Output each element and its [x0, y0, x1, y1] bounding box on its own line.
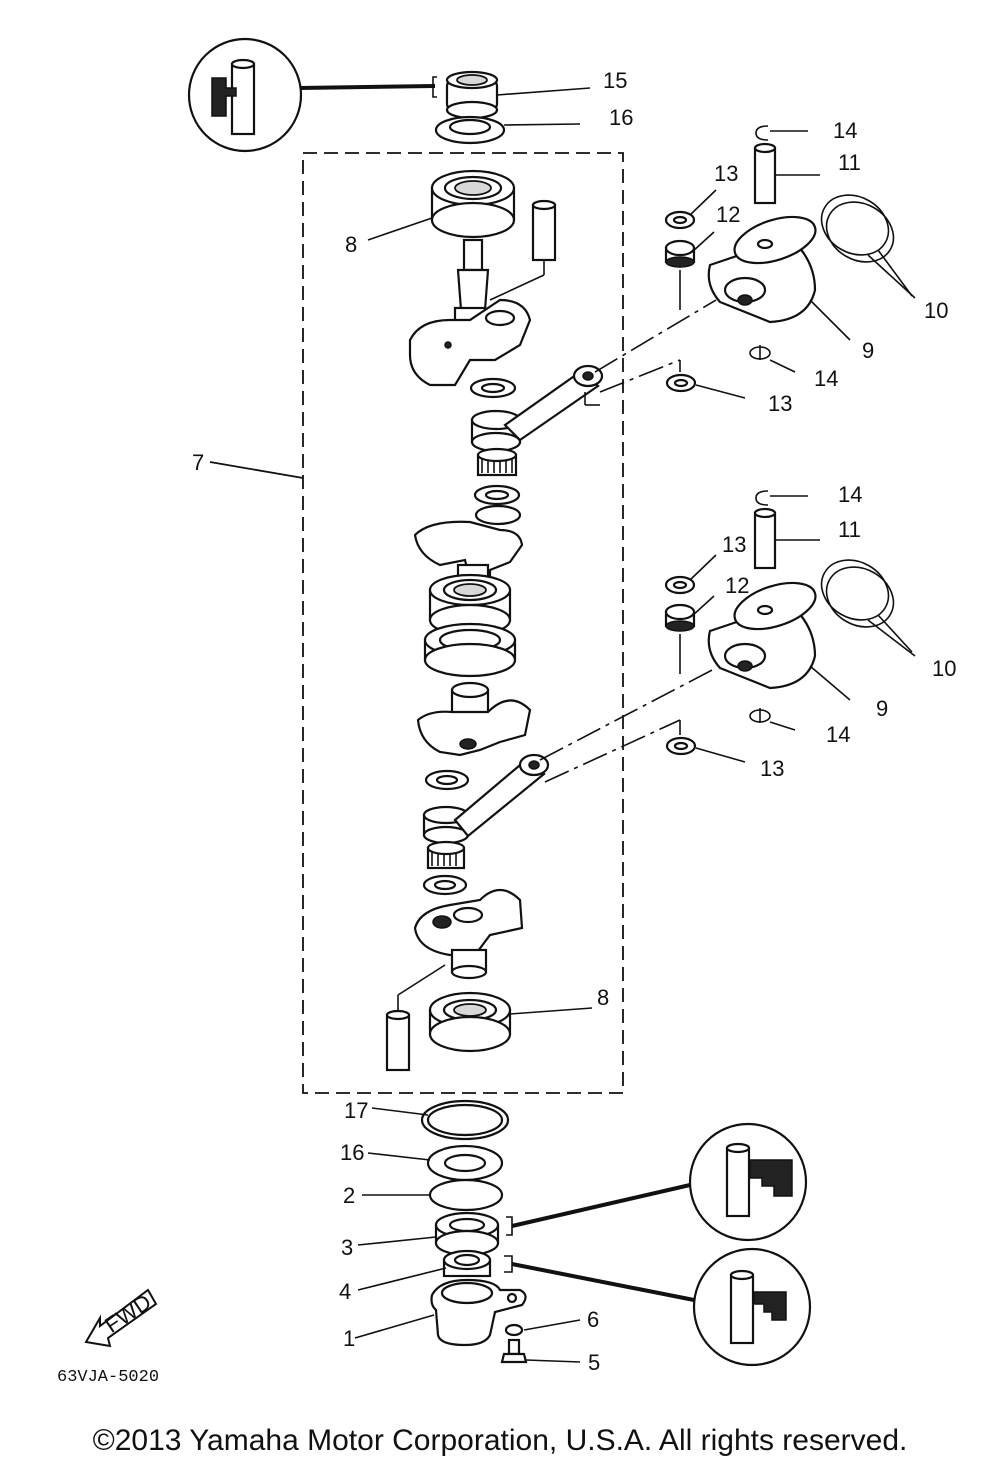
label-17: 17	[344, 1098, 368, 1123]
piston-pin-1	[753, 142, 777, 205]
label-16-bottom: 16	[340, 1140, 364, 1165]
label-14-c: 14	[838, 482, 862, 507]
o-ring-2	[428, 1178, 504, 1212]
bearing-8-bottom	[428, 991, 512, 1053]
clip-14-a	[755, 125, 769, 141]
crankshaft-middle-web	[413, 504, 524, 587]
label-10-b: 10	[932, 656, 956, 681]
clip-14-c	[755, 490, 769, 506]
label-16-top: 16	[609, 105, 633, 130]
label-9-b: 9	[876, 696, 888, 721]
diagram-code: 63VJA-5020	[57, 1368, 159, 1387]
piston-1	[707, 215, 817, 324]
needle-bearing-2	[426, 840, 466, 870]
fwd-arrow: FWD	[84, 1288, 158, 1348]
crankshaft-upper	[408, 238, 532, 387]
gasket-17	[420, 1099, 510, 1141]
needle-bearing-1	[476, 447, 518, 477]
washer-crank-1	[473, 484, 521, 506]
washer-16-top	[434, 115, 506, 145]
crankshaft-bottom-web	[413, 888, 524, 980]
label-14-b: 14	[814, 366, 838, 391]
crankshaft-assembly-box	[302, 152, 624, 1094]
bolt-5	[500, 1338, 528, 1364]
oil-seal-housing-1	[430, 1278, 527, 1347]
bearing-12-a	[664, 239, 696, 268]
bearing-8-top	[430, 169, 516, 239]
washer-6	[504, 1323, 524, 1337]
grease-callout-top	[187, 37, 303, 153]
label-13-c: 13	[722, 532, 746, 557]
washer-lower-1	[424, 769, 470, 791]
grease-callout-bottom-1	[688, 1122, 808, 1242]
label-2: 2	[343, 1183, 355, 1208]
label-5: 5	[588, 1350, 600, 1375]
oil-seal-4	[442, 1249, 492, 1278]
label-11-b: 11	[838, 517, 861, 542]
washer-13-b	[665, 373, 697, 393]
washer-crank-2	[422, 874, 468, 896]
label-14-d: 14	[826, 722, 850, 747]
connecting-rod-1	[503, 364, 604, 442]
label-13-d: 13	[760, 756, 784, 781]
piston-pin-2	[753, 507, 777, 570]
copyright-notice: ©2013 Yamaha Motor Corporation, U.S.A. A…	[92, 1424, 908, 1457]
label-10-a: 10	[924, 298, 948, 323]
piston-2	[707, 581, 817, 690]
center-seal-housing	[423, 622, 517, 678]
label-14-a: 14	[833, 118, 857, 143]
label-9-a: 9	[862, 338, 874, 363]
washer-13-c	[664, 575, 696, 595]
leader-7	[209, 461, 304, 479]
grease-callout-bottom-2	[692, 1247, 812, 1367]
label-3: 3	[341, 1235, 353, 1260]
label-11-a: 11	[838, 150, 861, 175]
bearing-12-b	[664, 603, 696, 632]
washer-16-bottom	[426, 1144, 504, 1182]
clip-14-b	[749, 345, 771, 360]
label-15: 15	[603, 68, 627, 93]
label-12-b: 12	[725, 573, 749, 598]
dowel-pin-top	[489, 199, 557, 301]
label-6: 6	[587, 1307, 599, 1332]
label-13-a: 13	[714, 161, 738, 186]
piston-rings-2	[820, 559, 895, 628]
oil-seal-3	[434, 1211, 500, 1257]
crankpin-1	[470, 409, 522, 453]
piston-rings-1	[820, 194, 895, 263]
washer-13-a	[664, 210, 696, 230]
clip-14-d	[749, 708, 771, 723]
oil-seal-15	[445, 70, 499, 120]
label-13-b: 13	[768, 391, 792, 416]
washer-13-d	[665, 736, 697, 756]
thrust-washer-1	[469, 377, 517, 399]
label-7: 7	[192, 450, 204, 475]
connecting-rod-2	[453, 753, 550, 838]
label-1: 1	[343, 1326, 355, 1351]
dowel-pin-bottom	[385, 964, 446, 1072]
label-8-top: 8	[345, 232, 357, 257]
crankshaft-lower-web	[416, 681, 532, 757]
label-4: 4	[339, 1279, 351, 1304]
label-12-a: 12	[716, 202, 740, 227]
label-8-bottom: 8	[597, 985, 609, 1010]
